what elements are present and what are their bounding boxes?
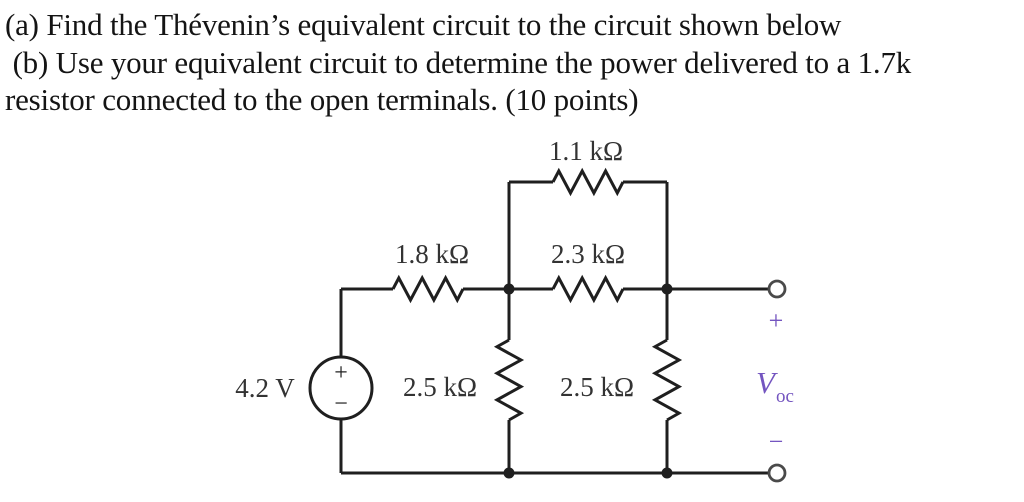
- voc-plus-sign: +: [769, 306, 784, 335]
- source-voltage-label: 4.2 V: [235, 373, 295, 403]
- voc-symbol: V: [756, 365, 778, 400]
- resistor-2.3k-label: 2.3 kΩ: [551, 239, 625, 269]
- voltage-source-circle: [308, 355, 374, 421]
- node-dot: [503, 283, 515, 295]
- resistor-2.5k-right-label: 2.5 kΩ: [560, 372, 634, 402]
- voc-annotation: + V oc −: [756, 306, 794, 456]
- junction-dots: [503, 283, 673, 479]
- voltage-source-symbol: + −: [308, 355, 374, 421]
- source-minus-sign: −: [334, 391, 348, 417]
- voc-minus-sign: −: [769, 427, 784, 456]
- resistor-2.5k-right-symbol: [651, 338, 683, 422]
- resistor-1.8k-label: 1.8 kΩ: [395, 239, 469, 269]
- resistor-1.1k-label: 1.1 kΩ: [549, 136, 623, 166]
- resistor-2.3k-symbol: [551, 274, 625, 304]
- problem-line-b-cont: resistor connected to the open terminals…: [5, 82, 639, 117]
- source-plus-sign: +: [334, 360, 348, 386]
- resistor-1.1k-symbol: [551, 167, 625, 197]
- open-terminal-top: [767, 279, 787, 299]
- node-dot: [661, 283, 673, 295]
- wire-network: [339, 180, 769, 475]
- resistor-2.5k-left-symbol: [493, 338, 525, 422]
- voc-subscript: oc: [776, 386, 794, 407]
- problem-line-b: (b) Use your equivalent circuit to deter…: [5, 44, 912, 80]
- open-terminal-bottom: [767, 463, 787, 483]
- node-dot: [661, 467, 673, 479]
- node-dot: [503, 467, 515, 479]
- resistor-1.8k-symbol: [391, 274, 465, 304]
- resistor-2.5k-left-label: 2.5 kΩ: [403, 372, 477, 402]
- problem-statement: (a) Find the Thévenin’s equivalent circu…: [5, 6, 1021, 119]
- problem-line-a: (a) Find the Thévenin’s equivalent circu…: [5, 7, 842, 42]
